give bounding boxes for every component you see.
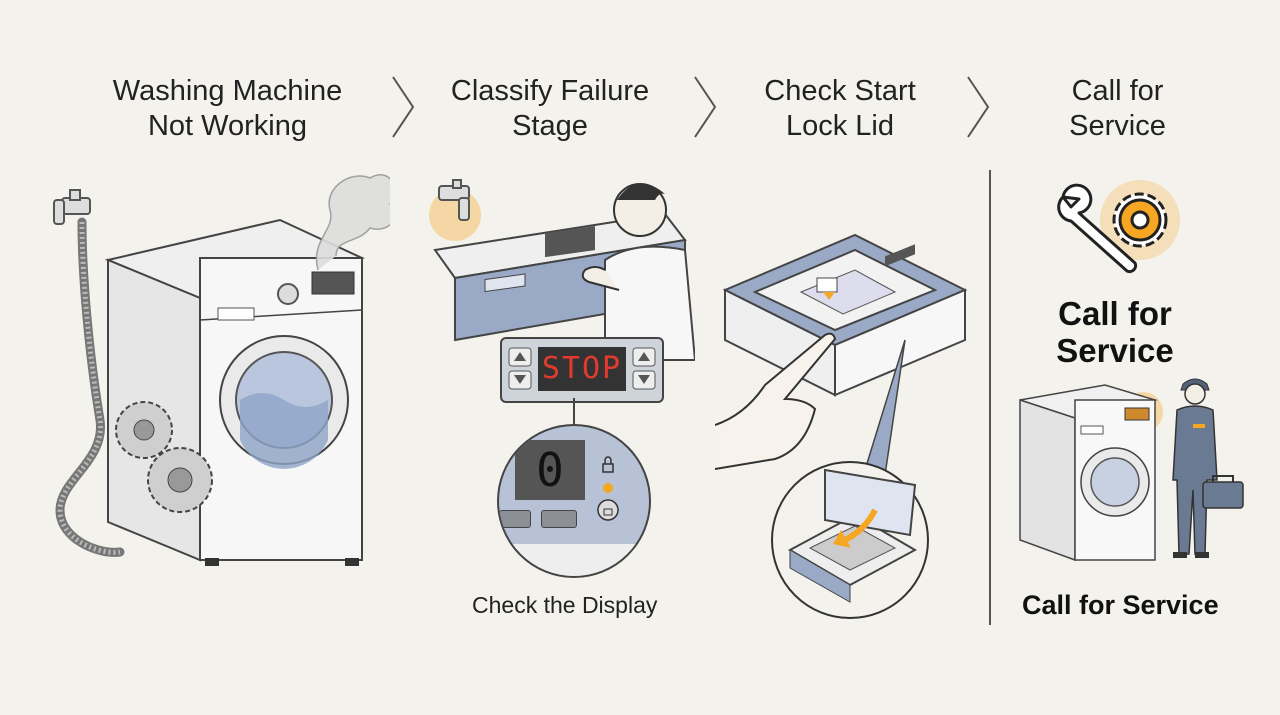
call-service-heading-line1: Call for bbox=[1058, 295, 1172, 332]
step-3-title-line1: Check Start bbox=[764, 75, 916, 107]
broken-washing-machine-illustration bbox=[53, 174, 390, 566]
step-4-title-line2: Service bbox=[1069, 110, 1166, 142]
check-display-caption: Check the Display bbox=[472, 592, 658, 618]
chevron-right-icon bbox=[392, 76, 415, 138]
step-4-title: Call for Service bbox=[1040, 74, 1195, 144]
control-panel-illustration bbox=[429, 179, 695, 361]
faucet-icon bbox=[438, 179, 470, 221]
step-3-title: Check Start Lock Lid bbox=[730, 74, 950, 144]
call-service-caption: Call for Service bbox=[1022, 590, 1219, 620]
gear-icon bbox=[1112, 192, 1168, 248]
top-loader-illustration bbox=[715, 233, 968, 619]
connector-line bbox=[573, 398, 575, 426]
step-3-title-line2: Lock Lid bbox=[785, 110, 894, 142]
zoom-button-1 bbox=[499, 510, 531, 528]
lock-icon bbox=[602, 456, 614, 473]
display-stop-panel: STOP bbox=[500, 337, 664, 403]
step-1-title-line2: Not Working bbox=[147, 110, 308, 142]
zoom-button-2 bbox=[541, 510, 577, 528]
step-4-title-line1: Call for bbox=[1071, 75, 1164, 107]
display-zoom-circle: 0 bbox=[497, 424, 651, 578]
zoom-digit: 0 bbox=[515, 440, 585, 500]
arrow-buttons-right bbox=[632, 347, 656, 390]
section-divider bbox=[989, 170, 991, 625]
wrench-gear-icon bbox=[1057, 180, 1180, 274]
washer-and-technician-illustration bbox=[1019, 378, 1244, 562]
step-2-title: Classify Failure Stage bbox=[430, 74, 670, 144]
chevron-right-icon bbox=[967, 76, 990, 138]
faucet-icon bbox=[53, 189, 91, 225]
stop-display: STOP bbox=[538, 347, 626, 391]
call-service-heading: Call for Service bbox=[1030, 295, 1200, 369]
call-service-heading-line2: Service bbox=[1056, 332, 1174, 369]
wrench-icon bbox=[1057, 183, 1138, 274]
step-1-title: Washing Machine Not Working bbox=[100, 74, 355, 144]
step-2-title-line1: Classify Failure bbox=[450, 75, 650, 107]
lock-indicator bbox=[597, 456, 619, 521]
step-1-title-line1: Washing Machine bbox=[112, 75, 343, 107]
step-2-title-line2: Stage bbox=[512, 110, 588, 142]
chevron-right-icon bbox=[694, 76, 717, 138]
arrow-buttons-left bbox=[508, 347, 532, 390]
